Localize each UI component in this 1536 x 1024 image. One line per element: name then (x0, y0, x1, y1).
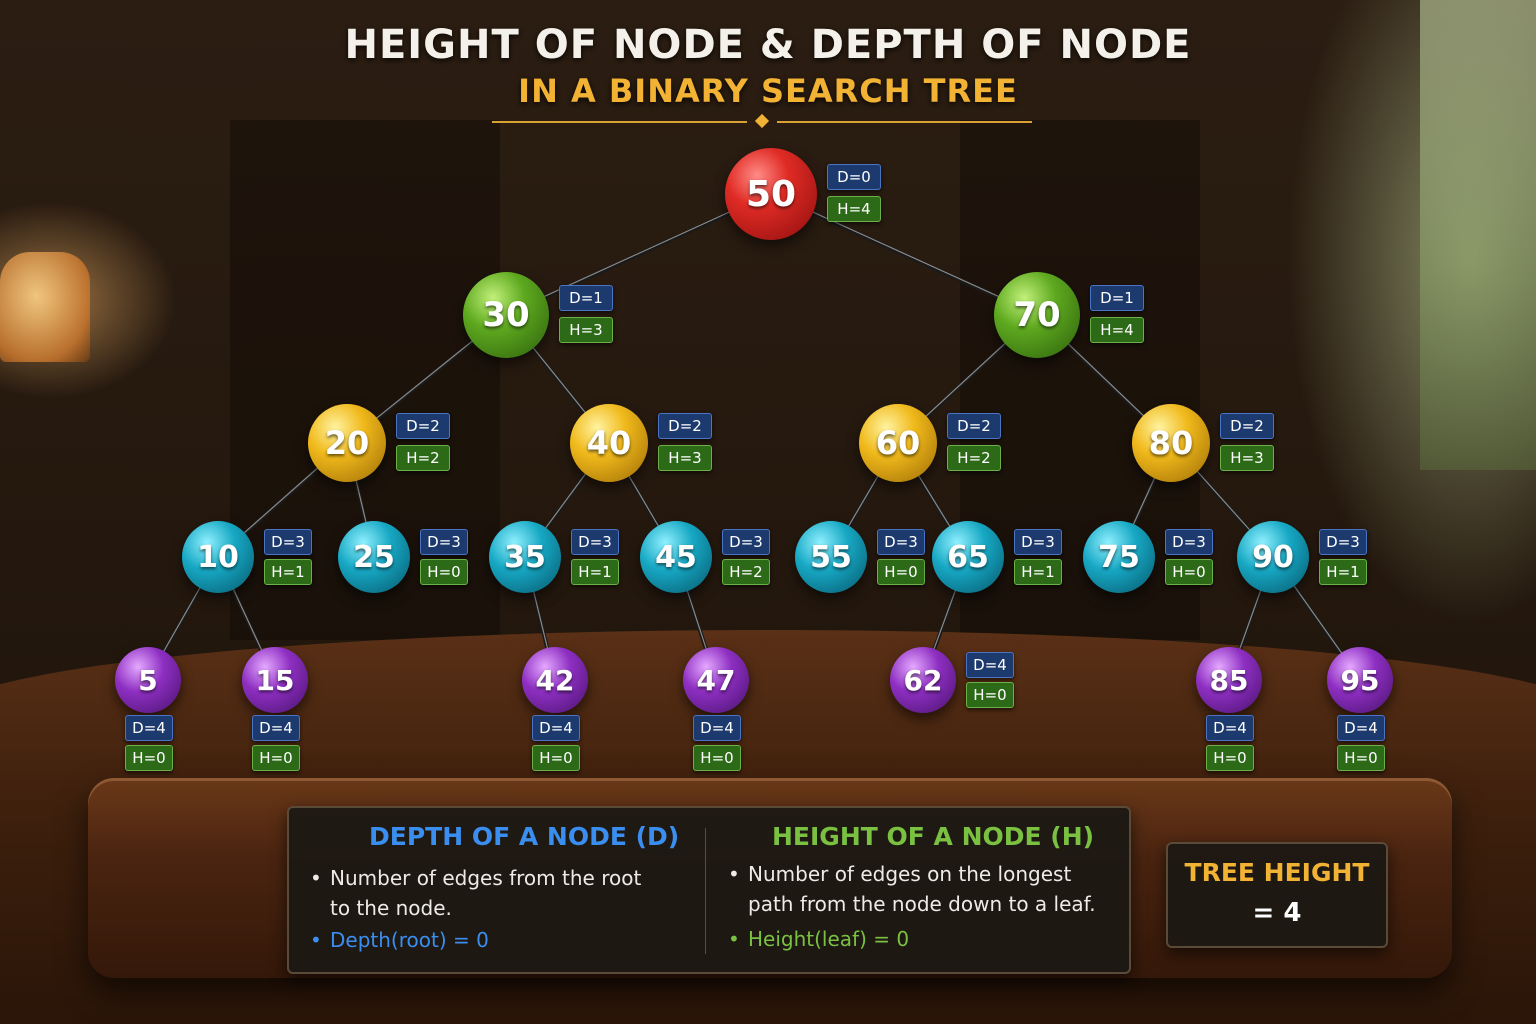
lamp-icon (0, 252, 90, 362)
height-tag-40: H=3 (658, 445, 712, 471)
depth-tag-62: D=4 (966, 652, 1014, 678)
tree-node-30: 30 (463, 272, 549, 358)
tree-node-85: 85 (1196, 647, 1262, 713)
bullet-icon: • (310, 928, 322, 952)
depth-tag-55: D=3 (877, 529, 925, 555)
bullet-icon: • (728, 927, 740, 951)
bullet-icon: • (310, 866, 322, 890)
tree-node-95: 95 (1327, 647, 1393, 713)
depth-tag-85: D=4 (1206, 715, 1254, 741)
depth-tag-95: D=4 (1337, 715, 1385, 741)
depth-tag-10: D=3 (264, 529, 312, 555)
height-leaf-text: Height(leaf) = 0 (748, 927, 910, 951)
page-title: HEIGHT OF NODE & DEPTH OF NODE (344, 22, 1192, 68)
depth-tag-45: D=3 (722, 529, 770, 555)
depth-heading: DEPTH OF A NODE (D) (369, 822, 680, 851)
depth-tag-30: D=1 (559, 285, 613, 311)
window (1420, 0, 1536, 470)
height-bullet-leaf: • Height(leaf) = 0 (728, 924, 910, 954)
height-tag-47: H=0 (693, 745, 741, 771)
depth-bullet-definition: • Number of edges from the root to the n… (310, 863, 650, 923)
height-tag-10: H=1 (264, 559, 312, 585)
tree-height-box: TREE HEIGHT = 4 (1166, 842, 1388, 948)
tree-edge-highlight (770, 192, 1038, 315)
tree-height-value: = 4 (1252, 898, 1302, 928)
tree-edge-highlight (505, 192, 772, 315)
height-tag-60: H=2 (947, 445, 1001, 471)
depth-tag-90: D=3 (1319, 529, 1367, 555)
depth-tag-15: D=4 (252, 715, 300, 741)
depth-tag-35: D=3 (571, 529, 619, 555)
tree-node-15: 15 (242, 647, 308, 713)
height-tag-65: H=1 (1014, 559, 1062, 585)
depth-tag-25: D=3 (420, 529, 468, 555)
height-bullet-definition: • Number of edges on the longest path fr… (728, 859, 1108, 919)
tree-node-60: 60 (859, 404, 937, 482)
bullet-icon: • (728, 862, 740, 886)
tree-node-10: 10 (182, 521, 254, 593)
depth-root-text: Depth(root) = 0 (330, 928, 489, 952)
tree-height-label: TREE HEIGHT (1184, 858, 1370, 887)
depth-tag-60: D=2 (947, 413, 1001, 439)
depth-tag-42: D=4 (532, 715, 580, 741)
height-tag-42: H=0 (532, 745, 580, 771)
height-tag-70: H=4 (1090, 317, 1144, 343)
divider-line-right (777, 121, 1032, 123)
height-heading: HEIGHT OF A NODE (H) (772, 822, 1095, 851)
height-tag-50: H=4 (827, 196, 881, 222)
height-tag-95: H=0 (1337, 745, 1385, 771)
page-subtitle: IN A BINARY SEARCH TREE (518, 72, 1018, 110)
height-definition-text: Number of edges on the longest path from… (748, 862, 1096, 916)
depth-tag-47: D=4 (693, 715, 741, 741)
height-section: HEIGHT OF A NODE (H) • Number of edges o… (706, 808, 1126, 968)
panel-divider (705, 828, 706, 954)
height-tag-55: H=0 (877, 559, 925, 585)
depth-tag-75: D=3 (1165, 529, 1213, 555)
depth-section: DEPTH OF A NODE (D) • Number of edges fr… (289, 808, 705, 968)
depth-bullet-root: • Depth(root) = 0 (310, 925, 489, 955)
title-divider (492, 113, 1032, 130)
tree-node-40: 40 (570, 404, 648, 482)
height-tag-75: H=0 (1165, 559, 1213, 585)
tree-node-90: 90 (1237, 521, 1309, 593)
divider-line-left (492, 121, 747, 123)
tree-node-47: 47 (683, 647, 749, 713)
height-tag-25: H=0 (420, 559, 468, 585)
depth-tag-40: D=2 (658, 413, 712, 439)
tree-node-5: 5 (115, 647, 181, 713)
depth-tag-70: D=1 (1090, 285, 1144, 311)
tree-node-75: 75 (1083, 521, 1155, 593)
height-tag-15: H=0 (252, 745, 300, 771)
tree-node-80: 80 (1132, 404, 1210, 482)
tree-node-55: 55 (795, 521, 867, 593)
depth-tag-20: D=2 (396, 413, 450, 439)
depth-tag-5: D=4 (125, 715, 173, 741)
height-tag-20: H=2 (396, 445, 450, 471)
tree-node-62: 62 (890, 647, 956, 713)
height-tag-62: H=0 (966, 682, 1014, 708)
tree-node-25: 25 (338, 521, 410, 593)
tree-node-35: 35 (489, 521, 561, 593)
tree-node-45: 45 (640, 521, 712, 593)
depth-tag-80: D=2 (1220, 413, 1274, 439)
height-tag-30: H=3 (559, 317, 613, 343)
height-tag-45: H=2 (722, 559, 770, 585)
tree-node-65: 65 (932, 521, 1004, 593)
depth-tag-50: D=0 (827, 164, 881, 190)
tree-node-70: 70 (994, 272, 1080, 358)
height-tag-80: H=3 (1220, 445, 1274, 471)
tree-node-20: 20 (308, 404, 386, 482)
height-tag-35: H=1 (571, 559, 619, 585)
info-panel: DEPTH OF A NODE (D) • Number of edges fr… (287, 806, 1131, 974)
depth-definition-text: Number of edges from the root to the nod… (330, 866, 642, 920)
tree-node-50: 50 (725, 148, 817, 240)
height-tag-5: H=0 (125, 745, 173, 771)
depth-tag-65: D=3 (1014, 529, 1062, 555)
height-tag-85: H=0 (1206, 745, 1254, 771)
height-tag-90: H=1 (1319, 559, 1367, 585)
tree-edge-50-70 (770, 192, 1038, 317)
tree-edge-50-30 (505, 192, 772, 317)
tree-node-42: 42 (522, 647, 588, 713)
